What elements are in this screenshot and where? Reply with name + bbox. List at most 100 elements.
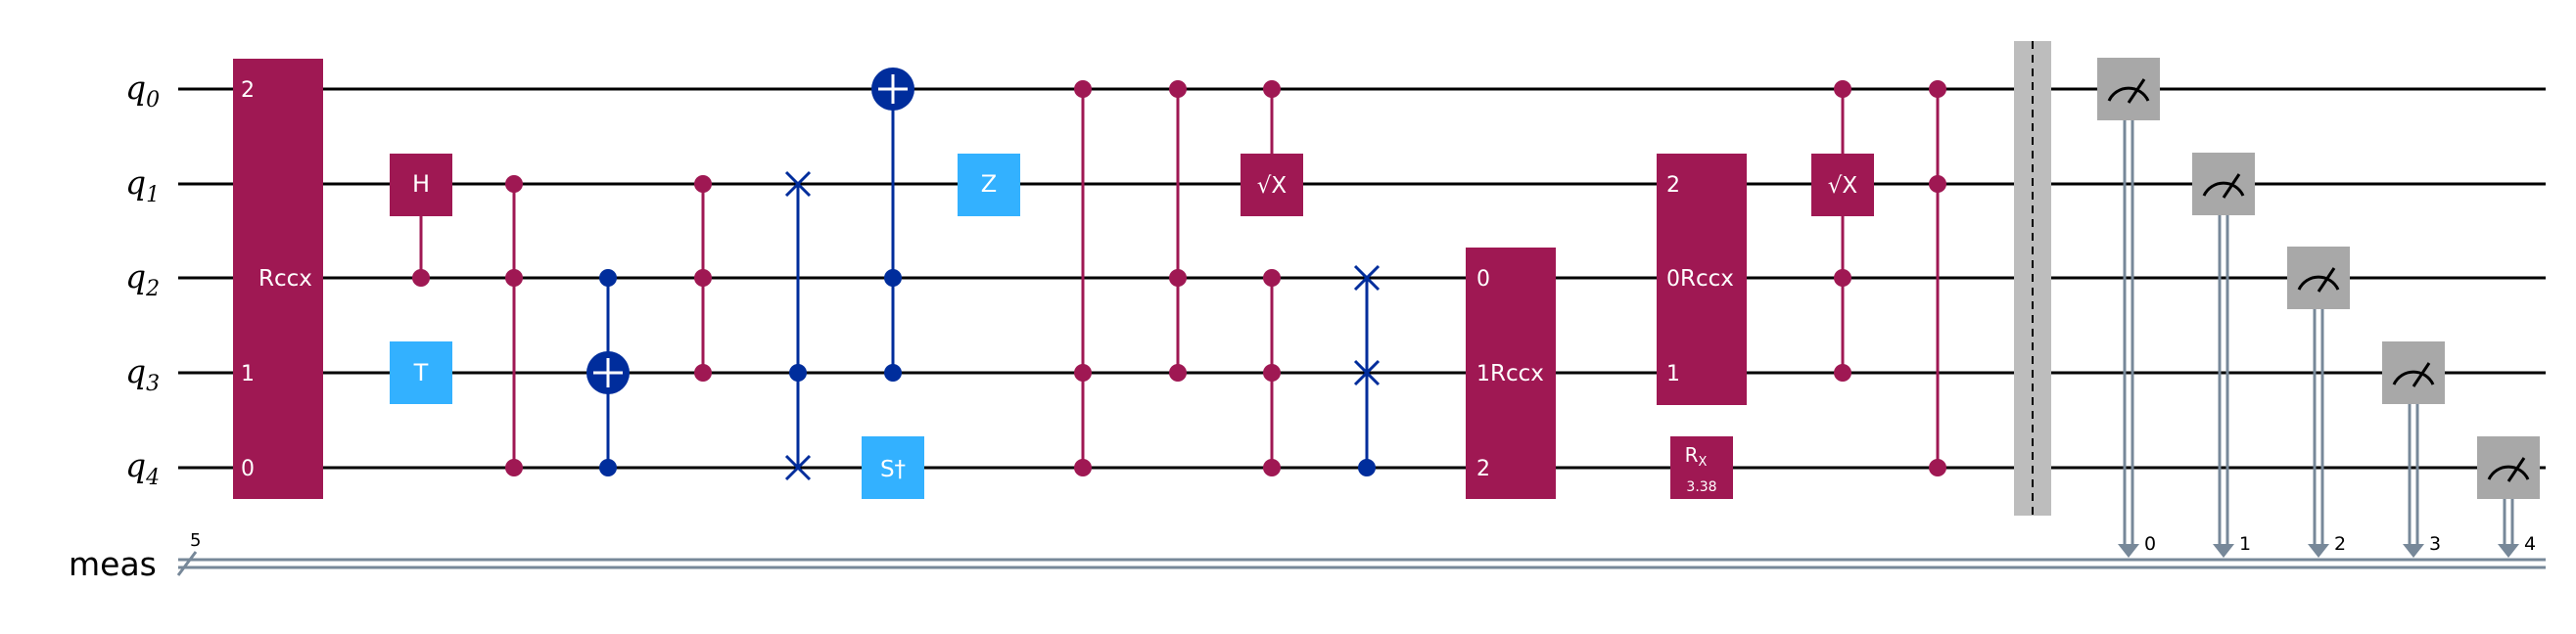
rccx-gate-1: 2 1 0 Rccx [233, 59, 323, 499]
control-dot [1834, 364, 1851, 382]
rccx-gate-3-pin-q3: 1 [1666, 362, 1680, 386]
control-dot [1358, 459, 1376, 476]
rx-gate-box [1670, 436, 1733, 499]
control-dot [1834, 80, 1851, 98]
control-dot [1169, 80, 1187, 98]
control-dot [1169, 364, 1187, 382]
control-dot [1074, 459, 1092, 476]
rccx-gate-3-label: Rccx [1680, 266, 1734, 292]
z-gate-label: Z [981, 170, 997, 198]
control-dot [1074, 364, 1092, 382]
clbit-index-label: 0 [2144, 533, 2156, 555]
swap-x-icon [1353, 359, 1381, 386]
control-dot [694, 269, 712, 287]
clbit-index-label: 4 [2524, 533, 2536, 555]
multi-control-z-2 [694, 175, 712, 382]
qubit-labels: q0 q1 q2 q3 q4 meas [69, 68, 160, 583]
meter-icon [2487, 465, 2530, 480]
qubit-label-0: q0 [125, 68, 160, 113]
control-dot [789, 364, 807, 382]
rccx-gate-1-label: Rccx [258, 266, 312, 292]
z-gate: Z [958, 154, 1020, 216]
control-dot [599, 269, 617, 287]
meter-icon [2107, 86, 2150, 102]
arrow-down-icon [2498, 544, 2519, 558]
h-gate-box [390, 154, 452, 216]
control-dot [505, 269, 523, 287]
control-dot [884, 269, 902, 287]
control-dot [1929, 80, 1946, 98]
fredkin-gate-1 [784, 170, 812, 481]
arrow-down-icon [2213, 544, 2234, 558]
sx-gate-label: √X [1828, 173, 1858, 199]
t-gate-box [390, 341, 452, 404]
rccx-gate-1-pin-q4: 0 [241, 457, 255, 481]
multi-control-z-6 [1929, 80, 1946, 476]
controlled-h-gate: H [390, 154, 452, 287]
control-dot [412, 269, 430, 287]
sx-gate-box [1811, 154, 1874, 216]
meter-icon [2202, 181, 2245, 197]
qubit-label-4: q4 [125, 446, 160, 490]
control-dot [505, 459, 523, 476]
sx-gate-box [1241, 154, 1303, 216]
control-dot [1834, 269, 1851, 287]
rccx-gate-2-pin-q2: 0 [1476, 267, 1490, 292]
rccx-gate-1-pin-q3: 1 [241, 362, 255, 386]
sx-gate-label: √X [1257, 173, 1288, 199]
swap-x-icon [784, 454, 812, 481]
barrier [2014, 41, 2051, 516]
clbit-index-label: 2 [2334, 533, 2346, 555]
arrow-down-icon [2403, 544, 2424, 558]
arrow-down-icon [2308, 544, 2329, 558]
t-gate-label: T [413, 359, 429, 386]
rccx-gate-3-pin-q1: 2 [1666, 173, 1680, 198]
rx-gate: RX 3.38 [1670, 436, 1733, 499]
multi-control-z-5 [1263, 269, 1281, 476]
multi-control-z-1 [505, 175, 523, 476]
measure-gate-1: 1 [2192, 153, 2255, 558]
rx-gate-label: R [1685, 443, 1699, 467]
toffoli-gate-2 [871, 68, 914, 382]
control-dot [694, 175, 712, 193]
control-dot [505, 175, 523, 193]
control-dot [884, 364, 902, 382]
qubit-label-1: q1 [125, 163, 160, 207]
meter-needle [2127, 78, 2146, 104]
swap-x-icon [1353, 264, 1381, 292]
measurements: 0 1 2 3 4 [2097, 58, 2540, 558]
measure-gate-3: 3 [2382, 341, 2445, 558]
t-gate: T [390, 341, 452, 404]
qubit-wires [178, 87, 2546, 470]
classical-register-label: meas [69, 545, 157, 583]
qubit-label-3: q3 [125, 352, 160, 396]
rccx-gate-2-pin-q3: 1 [1476, 362, 1490, 386]
rccx-gate-3-pin-q2: 0 [1666, 267, 1680, 292]
control-dot [1263, 364, 1281, 382]
fredkin-gate-2 [1353, 264, 1381, 476]
meter-needle [2317, 267, 2336, 293]
multi-control-z-4 [1169, 80, 1187, 382]
meter-icon [2297, 275, 2340, 291]
control-dot [694, 364, 712, 382]
control-dot [1263, 459, 1281, 476]
rccx-gate-3-box [1657, 154, 1747, 405]
classical-bundle-slash [176, 551, 198, 576]
qubit-label-2: q2 [125, 257, 160, 301]
controlled-sx-gate-2: √X [1811, 80, 1874, 382]
classical-register-size: 5 [190, 530, 201, 551]
rx-gate-param: 3.38 [1686, 479, 1716, 495]
rccx-gate-2-box [1466, 248, 1556, 499]
control-dot [1169, 269, 1187, 287]
rccx-gate-1-box [233, 59, 323, 499]
sdg-gate: S† [862, 436, 924, 499]
measure-gate-2: 2 [2287, 247, 2350, 558]
sdg-gate-label: S† [880, 457, 906, 482]
controlled-sx-gate-1: √X [1241, 80, 1303, 216]
h-gate-label: H [412, 170, 430, 198]
control-dot [1929, 459, 1946, 476]
measure-gate-0: 0 [2097, 58, 2160, 558]
rccx-gate-2: 0 1 2 Rccx [1466, 248, 1556, 499]
control-dot [1929, 175, 1946, 193]
meter-needle [2222, 173, 2241, 199]
